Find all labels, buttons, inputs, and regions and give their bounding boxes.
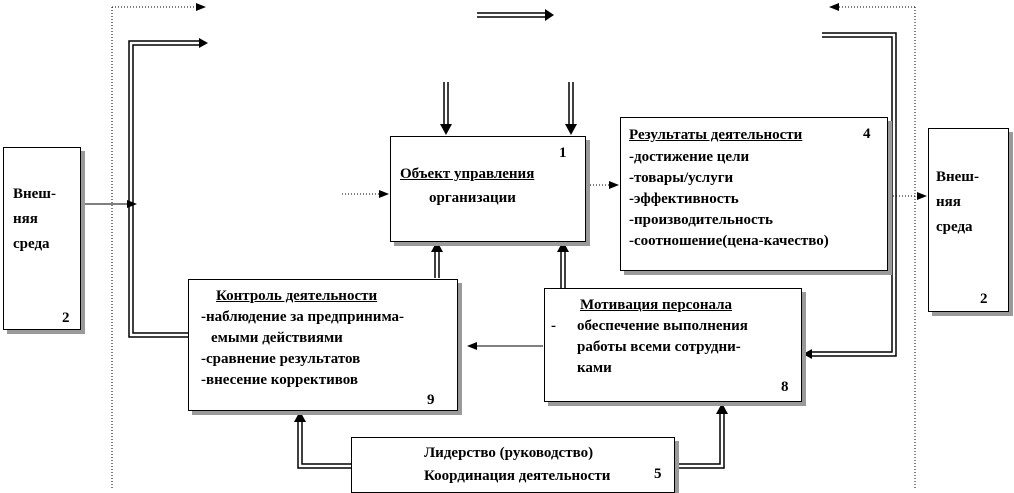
object-title-line2: организации (429, 190, 516, 206)
right-feedback-a (808, 32, 897, 357)
env-left-line1: Внеш- (13, 186, 56, 202)
down-arrow-2-head (565, 124, 577, 135)
left-feedback-a (128, 40, 202, 338)
left-feedback-arrowhead (199, 38, 208, 48)
control-item: -внесение коррективов (201, 372, 358, 388)
motivation-title: Мотивация персонала (580, 297, 733, 313)
leadership-line1: Лидерство (руководство) (424, 445, 594, 461)
control-title: Контроль деятельности (216, 288, 378, 304)
motivation-item: работы всеми сотрудни- (577, 339, 741, 355)
env-right-number: 2 (980, 291, 988, 307)
control-number: 9 (427, 392, 435, 408)
object-number: 1 (559, 145, 567, 161)
top-center-arrowhead (545, 9, 554, 21)
leadership-line2: Координация деятельности (424, 468, 611, 484)
control-box: Контроль деятельности -наблюдение за пре… (188, 279, 458, 411)
env-left-number: 2 (62, 310, 70, 326)
leadership-motivation-head (716, 403, 728, 414)
results-item: -достижение цели (629, 149, 750, 165)
leadership-motivation-b (676, 412, 721, 465)
down-arrow-1-head (440, 124, 452, 135)
results-item: -соотношение(цена-качество) (629, 233, 829, 249)
motivation-item: ками (577, 360, 612, 376)
right-feedback-arrowhead (803, 349, 812, 359)
results-item: -товары/услуги (629, 170, 734, 186)
control-item: -сравнение результатов (201, 351, 361, 367)
env-left-box: Внеш- няя среда 2 (3, 147, 81, 330)
results-number: 4 (863, 126, 871, 142)
control-object-head (431, 241, 443, 252)
leadership-control-head (294, 411, 306, 422)
results-item: -эффективность (629, 191, 739, 207)
env-left-line2: няя (13, 211, 38, 227)
results-item: -производительность (629, 212, 773, 228)
object-box: 1 Объект управления организации (390, 136, 586, 242)
leadership-motivation-a (676, 412, 725, 469)
env-right-line2: няя (936, 194, 961, 210)
right-feedback-b (808, 36, 893, 353)
control-item: емыми действиями (211, 330, 343, 346)
motivation-number: 8 (781, 379, 789, 395)
left-feedback-b (132, 44, 202, 334)
env-right-box: Внеш- няя среда 2 (928, 128, 1009, 312)
motivation-object-head (557, 241, 569, 252)
results-title: Результаты деятельности (629, 127, 803, 143)
env-right-line1: Внеш- (936, 169, 979, 185)
motivation-item: обеспечение выполнения (577, 318, 748, 334)
leadership-control-a (297, 420, 352, 469)
motivation-box: Мотивация персонала - обеспечение выполн… (544, 288, 802, 402)
leadership-number: 5 (654, 466, 662, 482)
control-item: -наблюдение за предпринима- (201, 309, 405, 325)
leadership-box: Лидерство (руководство) Координация деят… (351, 437, 675, 493)
results-box: Результаты деятельности 4 -достижение це… (620, 117, 888, 271)
env-right-line3: среда (936, 219, 973, 235)
motivation-dash: - (551, 318, 556, 334)
object-title-line1: Объект управления (400, 166, 535, 182)
leadership-control-b (301, 420, 352, 465)
env-left-line3: среда (13, 236, 50, 252)
